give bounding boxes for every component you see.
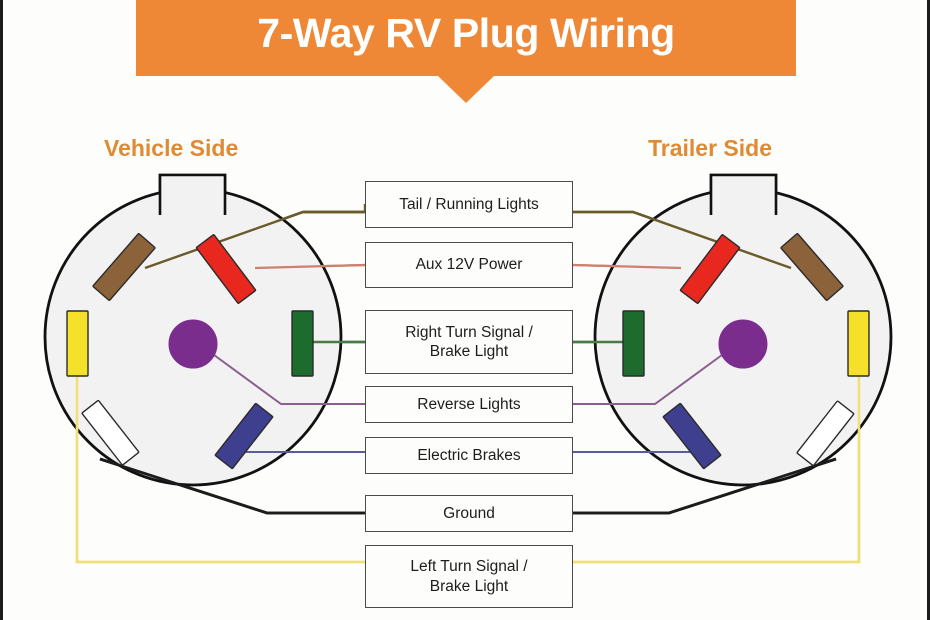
- label-box-right-turn-signal: Right Turn Signal / Brake Light: [365, 310, 573, 374]
- brown-pin-trailer: [780, 233, 844, 301]
- purple-center-pin-trailer: [718, 319, 768, 369]
- label-box-aux-12v-power: Aux 12V Power: [365, 242, 573, 288]
- blue-pin-vehicle: [214, 402, 274, 470]
- label-line-2: Brake Light: [429, 343, 509, 360]
- white-pin-vehicle: [81, 399, 140, 466]
- label-line-1: Left Turn Signal /: [410, 558, 528, 576]
- label-box-ground: Ground: [365, 495, 573, 532]
- yellow-pin-vehicle: [66, 310, 89, 377]
- wire-leads-vehicle: [75, 210, 366, 564]
- title-banner: 7-Way RV Plug Wiring: [136, 0, 796, 76]
- label-box-tail-running-lights: Tail / Running Lights: [365, 181, 573, 228]
- vehicle-side-heading: Vehicle Side: [104, 135, 239, 161]
- trailer-pins: [622, 233, 870, 470]
- purple-center-pin-vehicle: [168, 319, 218, 369]
- label-line-1: Right Turn Signal /: [405, 323, 533, 341]
- white-pin-trailer: [796, 400, 855, 467]
- trailer-side-heading: Trailer Side: [648, 135, 773, 161]
- green-pin-vehicle: [291, 310, 314, 377]
- title-banner-pointer: [438, 76, 494, 103]
- label-box-left-turn-signal: Left Turn Signal / Brake Light: [365, 545, 573, 608]
- label-line-2: Brake Light: [429, 577, 509, 595]
- red-pin-vehicle: [195, 234, 257, 304]
- blue-pin-trailer: [662, 402, 722, 470]
- yellow-pin-trailer: [847, 310, 870, 377]
- brown-pin-vehicle: [92, 233, 156, 301]
- green-pin-trailer: [622, 310, 645, 377]
- page-title: 7-Way RV Plug Wiring: [257, 9, 675, 56]
- label-box-electric-brakes: Electric Brakes: [365, 437, 573, 474]
- vehicle-pins: [66, 233, 314, 470]
- wiring-svg-layer: [43, 173, 893, 564]
- red-pin-trailer: [679, 234, 741, 304]
- label-box-reverse-lights: Reverse Lights: [365, 386, 573, 423]
